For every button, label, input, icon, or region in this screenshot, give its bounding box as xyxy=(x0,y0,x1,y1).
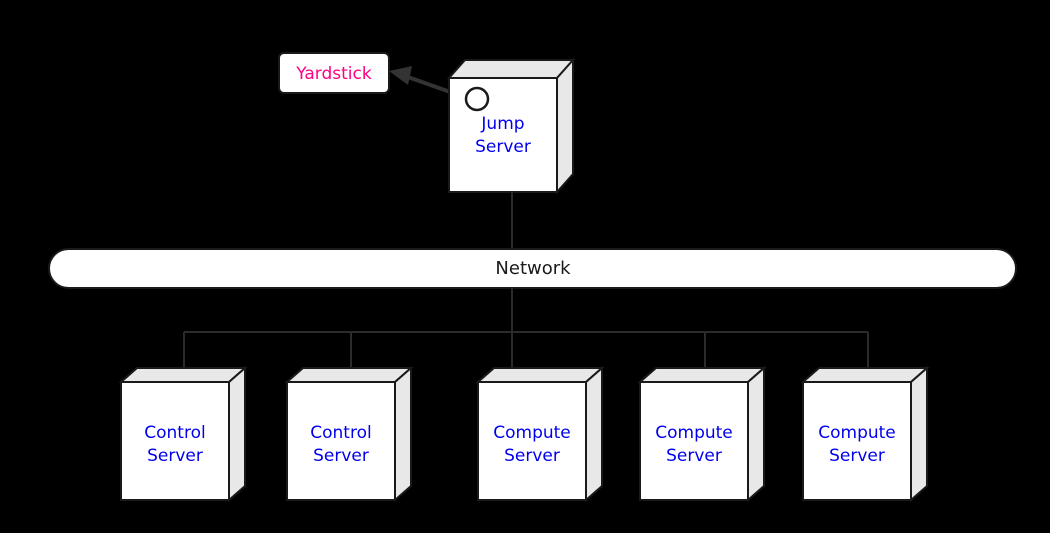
network-distribution-bus xyxy=(183,288,869,370)
jump-server-node[interactable]: Jump Server xyxy=(446,57,576,195)
server-4-label-line2: Server xyxy=(666,446,722,466)
server-3-front-face[interactable] xyxy=(477,381,587,501)
server-1-label-line1: Control xyxy=(144,423,205,443)
jump-server-top-face xyxy=(446,59,576,79)
server-node-compute-server-2[interactable]: Compute Server xyxy=(637,365,767,503)
server-1-label-line2: Server xyxy=(147,446,203,466)
server-2-label-line2: Server xyxy=(313,446,369,466)
server-4-top-face xyxy=(637,367,767,383)
server-node-compute-server-1[interactable]: Compute Server xyxy=(475,365,605,503)
server-2-front-face[interactable] xyxy=(286,381,396,501)
jump-server-side-face xyxy=(556,57,574,195)
server-3-label-line2: Server xyxy=(504,446,560,466)
server-5-label-line2: Server xyxy=(829,446,885,466)
server-1-top-face xyxy=(118,367,248,383)
dependency-arrow-head xyxy=(389,66,412,85)
yardstick-annotation[interactable]: Yardstick xyxy=(278,52,390,94)
server-5-front-face[interactable] xyxy=(802,381,912,501)
server-1-front-face[interactable] xyxy=(120,381,230,501)
server-3-side-face xyxy=(585,365,603,503)
interface-lollipop-icon[interactable] xyxy=(464,86,490,112)
server-node-control-server-2[interactable]: Control Server xyxy=(284,365,414,503)
server-3-top-face xyxy=(475,367,605,383)
network-node[interactable]: Network xyxy=(48,248,1017,289)
yardstick-label: Yardstick xyxy=(295,64,372,84)
server-2-label-line1: Control xyxy=(310,423,371,443)
network-label: Network xyxy=(495,258,571,279)
jump-server-front-face[interactable] xyxy=(448,77,558,193)
server-5-side-face xyxy=(910,365,928,503)
jump-server-label-line1: Jump xyxy=(480,114,524,134)
server-3-label-line1: Compute xyxy=(493,423,571,443)
server-1-side-face xyxy=(228,365,246,503)
jump-server-label-line2: Server xyxy=(475,137,531,157)
server-node-compute-server-3[interactable]: Compute Server xyxy=(800,365,930,503)
server-4-label-line1: Compute xyxy=(655,423,733,443)
server-4-side-face xyxy=(747,365,765,503)
yardstick-box[interactable] xyxy=(278,52,390,94)
server-2-top-face xyxy=(284,367,414,383)
network-shape[interactable] xyxy=(48,248,1017,289)
server-4-front-face[interactable] xyxy=(639,381,749,501)
server-5-top-face xyxy=(800,367,930,383)
server-node-control-server-1[interactable]: Control Server xyxy=(118,365,248,503)
server-5-label-line1: Compute xyxy=(818,423,896,443)
server-2-side-face xyxy=(394,365,412,503)
